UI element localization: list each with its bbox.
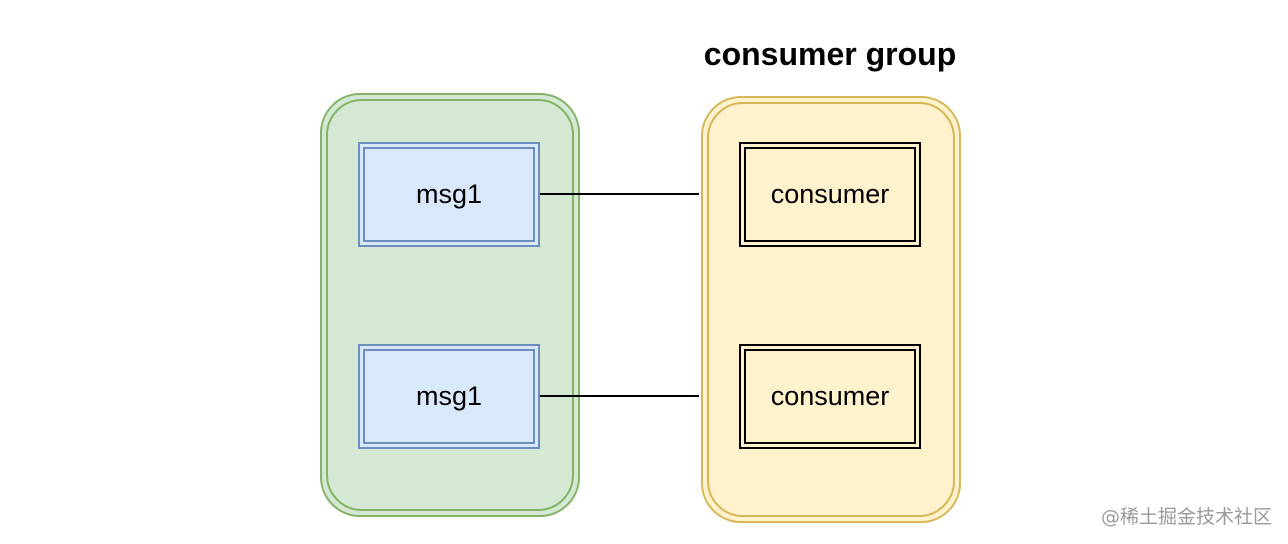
message-label: msg1 [415,179,483,209]
watermark-text: @稀土掘金技术社区 [1100,506,1272,528]
consumer-box: consumer [739,142,921,247]
message-box: msg1 [358,142,540,247]
consumer-label: consumer [770,381,890,411]
consumer-box: consumer [739,344,921,449]
connector-line [540,395,699,397]
connector-line [540,193,699,195]
message-label: msg1 [415,381,483,411]
consumer-group-title: consumer group [703,36,957,72]
message-box: msg1 [358,344,540,449]
consumer-label: consumer [770,179,890,209]
